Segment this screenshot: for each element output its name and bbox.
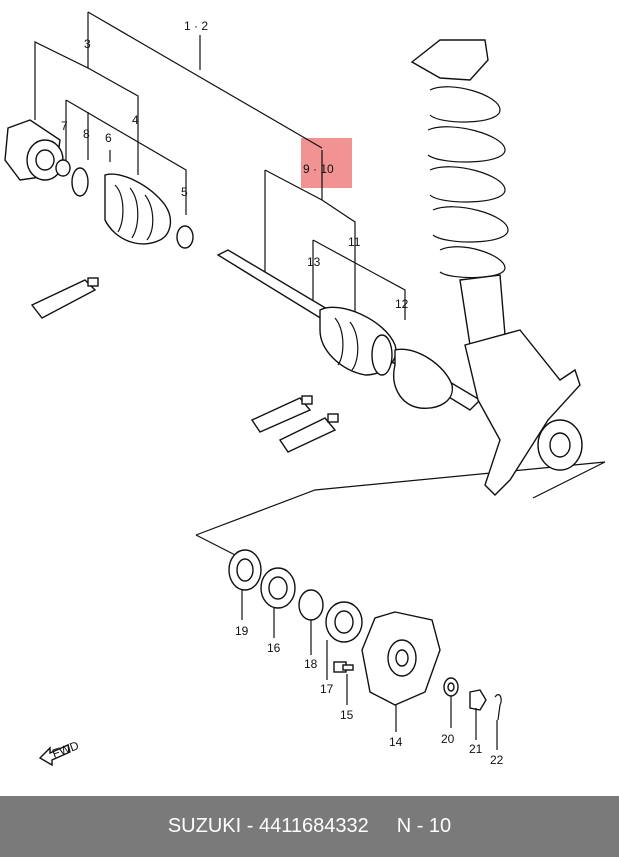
grease-tube-middle: [250, 395, 339, 453]
footer-page: N - 10: [396, 815, 452, 837]
bearing-19: [228, 549, 262, 591]
outer-joint-housing: [4, 119, 64, 181]
pin-22: [494, 693, 502, 721]
grease-tube-left: [30, 277, 99, 319]
label-22: 22: [490, 753, 504, 767]
label-13: 13: [307, 255, 321, 269]
strut-spring: [410, 39, 583, 496]
label-15: 15: [340, 708, 354, 722]
label-8: 8: [83, 127, 90, 141]
label-20: 20: [441, 732, 455, 746]
spacer-18: [298, 589, 324, 621]
label-4: 4: [132, 113, 139, 127]
forward-arrow-icon: [38, 744, 71, 767]
label-14: 14: [389, 735, 403, 749]
label-7: 7: [61, 119, 68, 133]
label-3: 3: [84, 37, 91, 51]
label-16: 16: [267, 641, 281, 655]
label-21: 21: [469, 742, 483, 756]
footer-bar: SUZUKI - 4411684332 N - 10: [0, 796, 619, 857]
footer-part-number: SUZUKI - 4411684332: [167, 815, 369, 837]
label-19: 19: [235, 624, 249, 638]
nut-21: [469, 689, 487, 711]
lower-leaders: [241, 590, 498, 750]
bearing-16: [260, 567, 296, 609]
label-9-10: 9 · 10: [303, 162, 334, 176]
washer-20: [443, 677, 459, 697]
label-18: 18: [304, 657, 318, 671]
clamp-part: [55, 159, 89, 197]
leader-lines: [34, 11, 606, 561]
parts-diagram: 1 · 2 3 4 5 6 7 8 9 · 10 11 12 13 14 15 …: [4, 11, 606, 767]
fwd-label: FWD: [50, 738, 81, 761]
label-5: 5: [181, 185, 188, 199]
label-6: 6: [105, 131, 112, 145]
bearing-17: [325, 601, 363, 643]
boot-outer: [104, 173, 194, 249]
highlight-box: [301, 138, 352, 188]
label-17: 17: [320, 682, 334, 696]
label-1-2: 1 · 2: [184, 19, 208, 33]
stud-15: [333, 661, 354, 673]
hub-14: [361, 611, 441, 706]
label-11: 11: [348, 235, 361, 249]
drive-shaft: [216, 249, 482, 411]
label-12: 12: [395, 297, 409, 311]
